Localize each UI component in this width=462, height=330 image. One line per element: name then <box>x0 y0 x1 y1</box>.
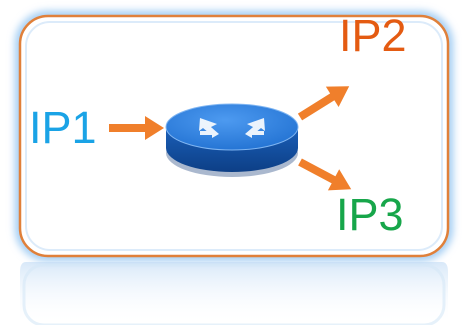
router-icon <box>165 103 299 177</box>
arrow-router-to-ip2 <box>297 86 350 121</box>
ip3-label: IP3 <box>336 189 404 240</box>
ip2-label: IP2 <box>339 10 407 61</box>
frame-inner-highlight <box>25 21 443 251</box>
arrow-router-to-ip3 <box>298 158 352 191</box>
frame-reflection <box>20 262 448 325</box>
arrow-ip1-to-router <box>109 116 164 140</box>
ip1-label: IP1 <box>29 102 97 153</box>
